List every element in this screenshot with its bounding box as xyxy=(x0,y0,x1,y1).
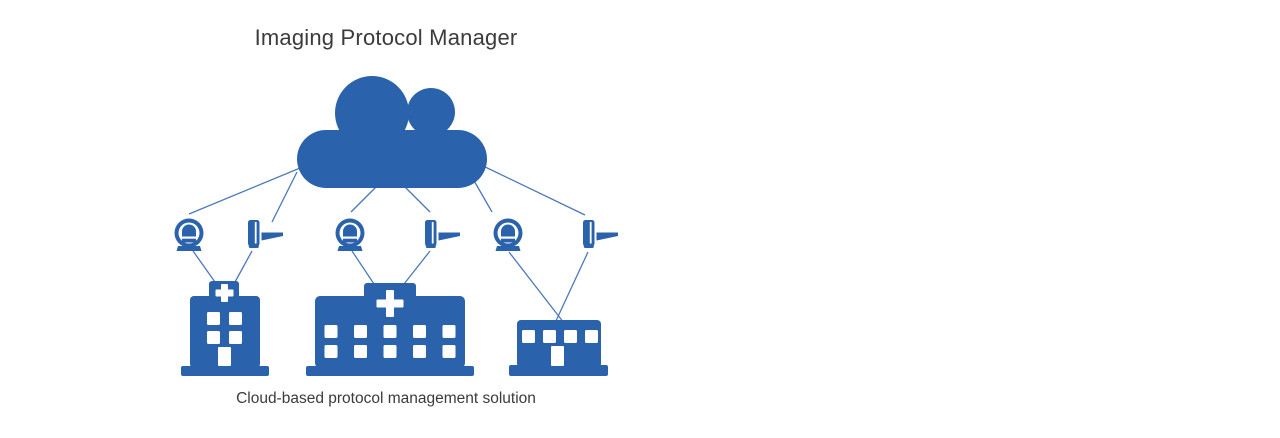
hospital-building-icon xyxy=(306,283,474,376)
connector-line xyxy=(478,163,586,216)
mri-scanner-icon xyxy=(335,218,365,251)
connector-line xyxy=(188,165,306,215)
diagram-caption: Cloud-based protocol management solution xyxy=(236,390,536,407)
device-to-hospital-connectors xyxy=(192,250,589,324)
connector-line xyxy=(350,185,378,213)
connector-line xyxy=(403,250,431,285)
connector-line xyxy=(234,250,253,283)
ct-scanner-icon xyxy=(425,220,460,248)
clinic-building-icon xyxy=(509,320,608,376)
connector-line xyxy=(271,171,298,223)
connector-line xyxy=(508,251,565,324)
connector-line xyxy=(554,251,589,324)
cloud-icon xyxy=(297,76,487,188)
connector-line xyxy=(192,250,216,283)
connector-line xyxy=(351,250,375,285)
mri-scanner-icon xyxy=(493,218,523,251)
connector-line xyxy=(403,185,431,213)
ct-scanner-icon xyxy=(583,220,618,248)
ct-scanner-icon xyxy=(248,220,283,248)
page-title: Imaging Protocol Manager xyxy=(254,25,518,50)
mri-scanner-icon xyxy=(174,218,204,251)
cloud-to-device-connectors xyxy=(188,163,586,223)
hospital-building-icon xyxy=(181,281,269,376)
